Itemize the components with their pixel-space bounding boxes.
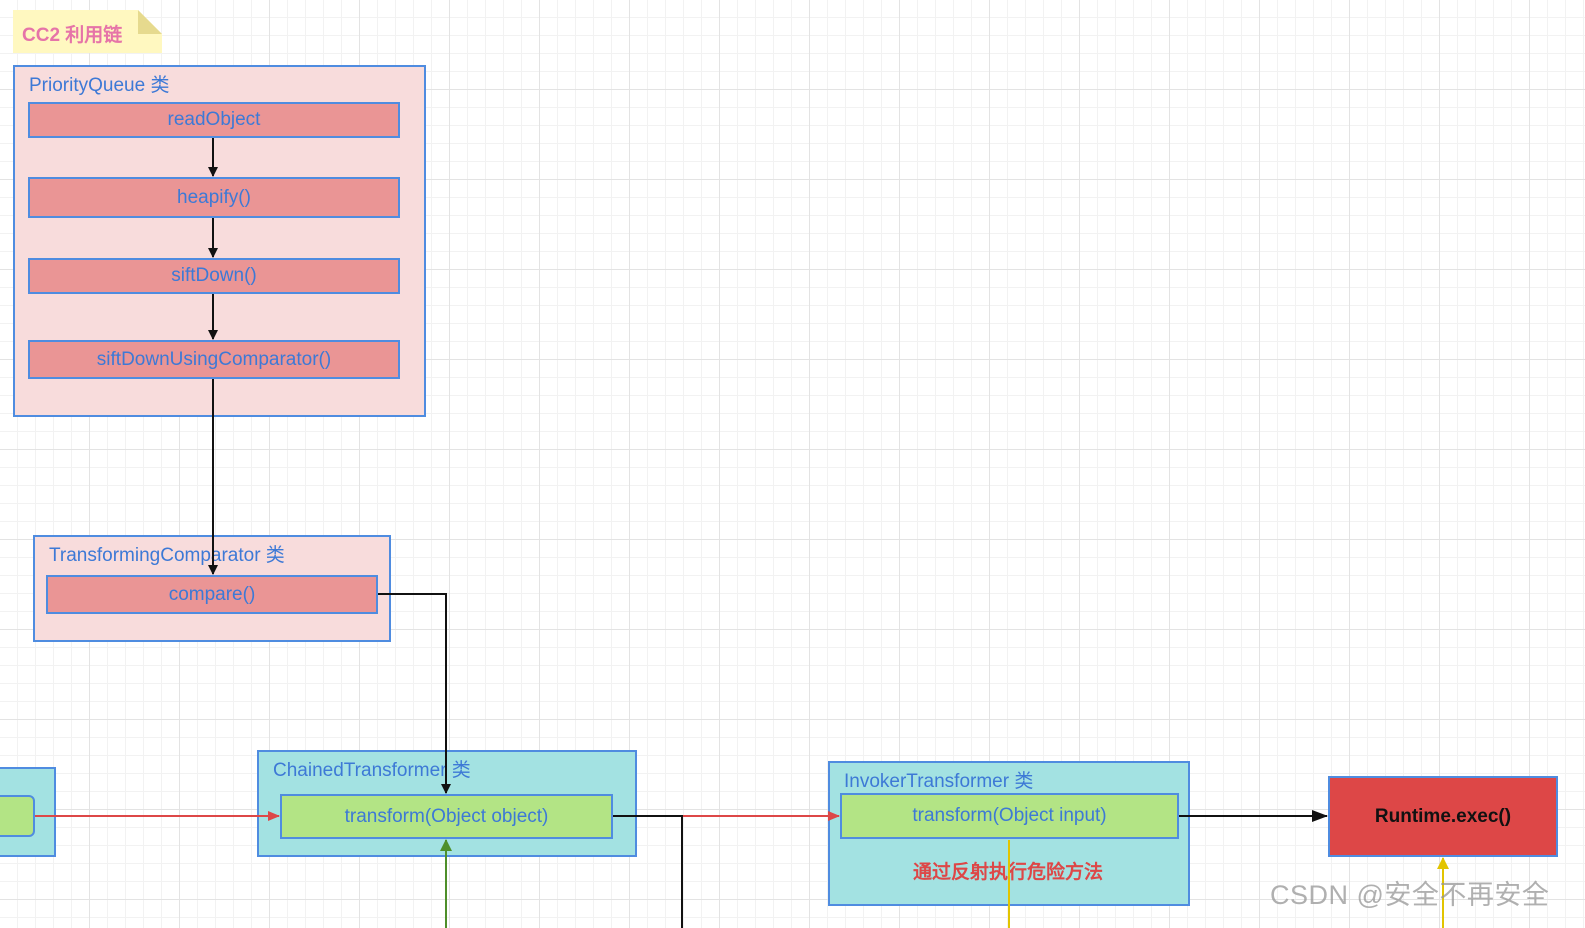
- invoker-transformer-title: InvokerTransformer 类: [844, 771, 1034, 792]
- priority-queue-title: PriorityQueue 类: [29, 75, 170, 96]
- compare-method[interactable]: compare(): [46, 575, 378, 614]
- chained-transform-method[interactable]: transform(Object object): [280, 794, 613, 839]
- read-object-label: readObject: [167, 109, 261, 130]
- sift-down-using-comparator-method[interactable]: siftDownUsingComparator(): [28, 340, 400, 379]
- heapify-method[interactable]: heapify(): [28, 177, 400, 218]
- transforming-comparator-title: TransformingComparator 类: [49, 545, 285, 566]
- runtime-exec-label: Runtime.exec(): [1374, 805, 1512, 827]
- sift-down-method[interactable]: siftDown(): [28, 258, 400, 294]
- runtime-exec-node[interactable]: Runtime.exec(): [1328, 776, 1558, 857]
- title-note: [13, 10, 162, 53]
- invoker-transform-method[interactable]: transform(Object input): [840, 793, 1179, 839]
- edge-chained-down: [613, 815, 683, 928]
- chained-transform-label: transform(Object object): [344, 805, 549, 827]
- heapify-label: heapify(): [177, 186, 251, 208]
- sift-down-using-comparator-label: siftDownUsingComparator(): [96, 348, 332, 370]
- chained-transformer-title: ChainedTransformer 类: [273, 760, 471, 781]
- left-partial-method[interactable]: [0, 795, 35, 837]
- csdn-watermark: CSDN @安全不再安全: [1270, 880, 1550, 910]
- compare-label: compare(): [168, 583, 256, 605]
- sift-down-label: siftDown(): [171, 265, 257, 286]
- reflection-note: 通过反射执行危险方法: [912, 862, 1103, 883]
- note-label: CC2 利用链: [22, 25, 123, 46]
- read-object-method[interactable]: readObject: [28, 102, 400, 138]
- invoker-transform-label: transform(Object input): [912, 805, 1107, 826]
- edge-compare-chained: [378, 593, 451, 794]
